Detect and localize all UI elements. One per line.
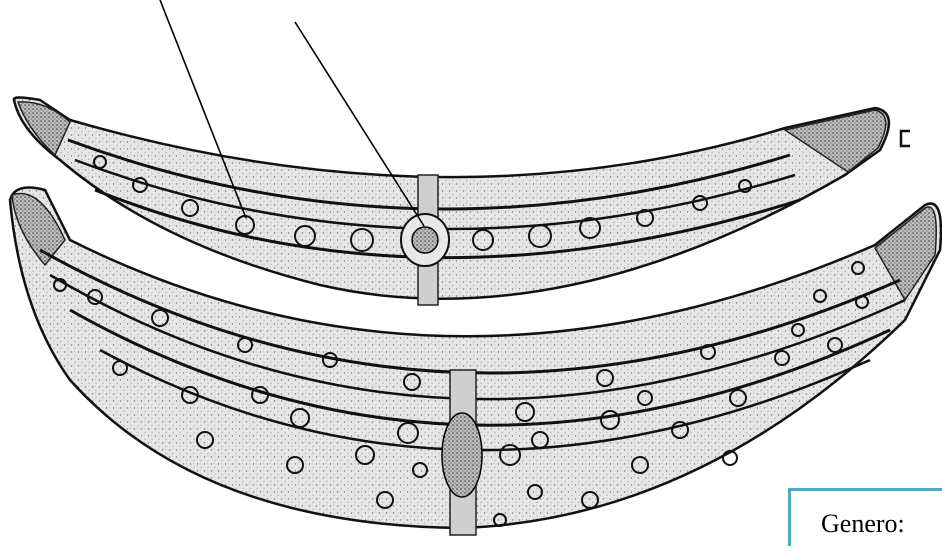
genus-label: Genero: [821,509,905,539]
genus-label-box: Genero: [788,488,942,546]
lower-nucleus [442,413,482,497]
upper-cell-body [14,98,889,299]
small-bracket-mark [901,131,910,146]
